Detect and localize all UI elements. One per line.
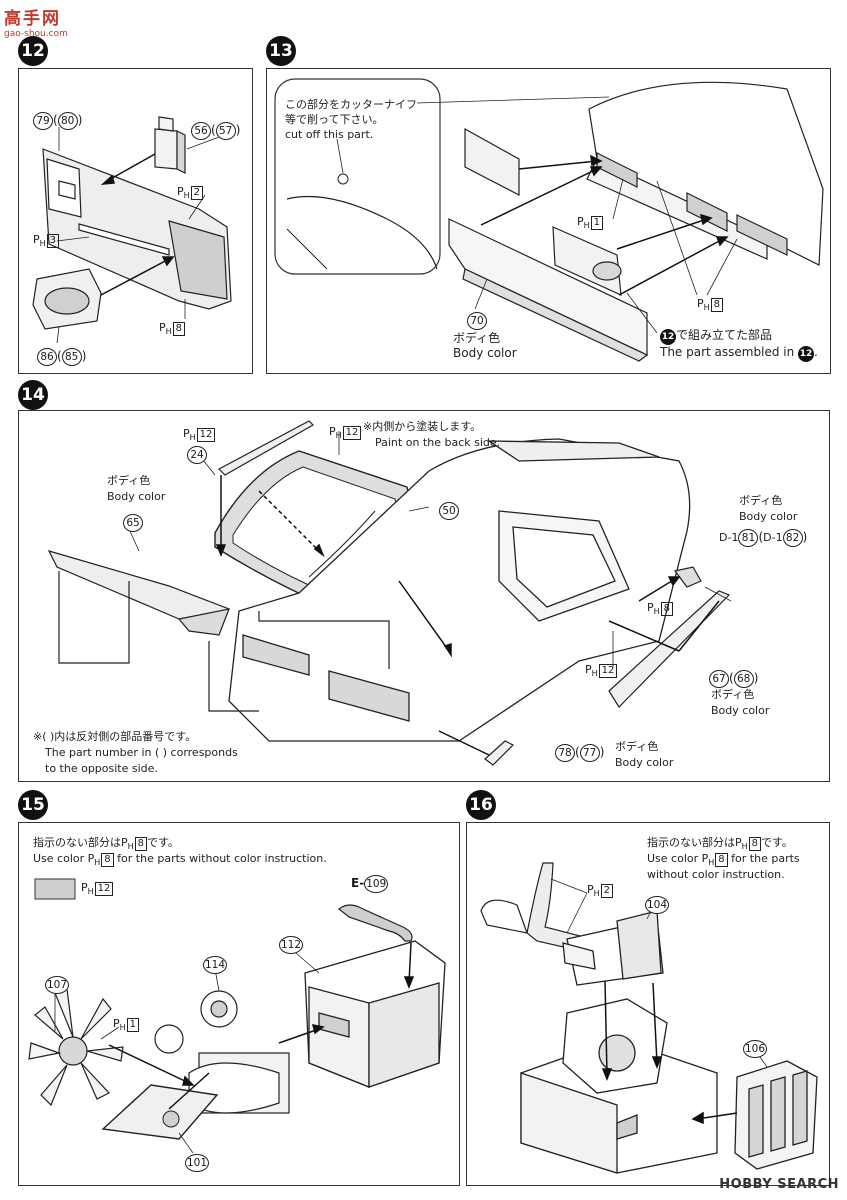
step-14-drawing xyxy=(47,420,732,766)
part-78: 78 xyxy=(555,744,575,762)
step-15-badge: 15 xyxy=(18,790,48,820)
part-70: 70 xyxy=(467,312,487,330)
step-13-badge: 13 xyxy=(266,36,296,66)
body-color-en-s13: Body color xyxy=(453,346,517,360)
part-57: 57 xyxy=(215,122,236,140)
part-104: 104 xyxy=(645,896,670,914)
step-12-badge: 12 xyxy=(18,36,48,66)
body-color-en-78: Body color xyxy=(615,756,674,769)
body-color-en-67: Body color xyxy=(711,704,770,717)
part-79: 79 xyxy=(33,112,53,130)
site-logo: 高手网 gao-shou.com xyxy=(4,4,68,39)
part-80: 80 xyxy=(57,112,78,130)
body-color-jp-67: ボディ色 xyxy=(711,688,755,701)
assembled-en: The part assembled in 12. xyxy=(660,345,818,362)
part-107-label: 107 xyxy=(45,973,70,994)
part-78-77-label: 78(77) xyxy=(555,741,604,762)
body-color-jp-s13: ボディ色 xyxy=(453,331,501,345)
site-logo-url: gao-shou.com xyxy=(4,29,68,39)
part-114-label: 114 xyxy=(203,953,228,974)
part-106: 106 xyxy=(743,1040,768,1058)
ref-step-12-badge-a: 12 xyxy=(660,329,676,345)
part-107: 107 xyxy=(45,976,70,994)
opposite-side-note-en-2: to the opposite side. xyxy=(45,762,158,775)
site-logo-text: 高手网 xyxy=(4,9,61,29)
paint-back-en: Paint on the back side. xyxy=(375,436,501,449)
part-67: 67 xyxy=(709,670,729,688)
ref-step-12-badge-b: 12 xyxy=(798,346,815,362)
part-101: 101 xyxy=(185,1154,210,1172)
watermark: HOBBY SEARCH xyxy=(719,1177,839,1192)
part-68: 68 xyxy=(733,670,754,688)
part-109: 109 xyxy=(364,875,389,893)
part-86: 86 xyxy=(37,348,57,366)
part-114: 114 xyxy=(203,956,228,974)
part-56: 56 xyxy=(191,122,211,140)
part-106-label: 106 xyxy=(743,1037,768,1058)
part-65: 65 xyxy=(123,514,143,532)
part-56-57-label: 56(57) xyxy=(191,119,240,140)
step-16-drawing xyxy=(480,862,818,1174)
part-24: 24 xyxy=(187,446,207,464)
step-12-drawing xyxy=(32,116,232,344)
step-13-panel: この部分をカッターナイフ 等で削って下さい。 cut off this part… xyxy=(266,68,831,374)
part-82: 82 xyxy=(782,529,803,547)
step-15-drawing xyxy=(28,878,446,1154)
part-24-label: 24 xyxy=(187,443,207,464)
body-color-jp-81: ボディ色 xyxy=(739,494,783,507)
step-13-drawing xyxy=(274,78,824,362)
part-86-85-label: 86(85) xyxy=(37,345,86,366)
part-79-80-label: 79(80) xyxy=(33,109,82,130)
part-81: 81 xyxy=(738,529,759,547)
body-color-jp-78: ボディ色 xyxy=(615,740,659,753)
part-112: 112 xyxy=(279,936,304,954)
part-65-label: 65 xyxy=(123,511,143,532)
cut-note-jp-2: 等で削って下さい。 xyxy=(285,113,384,126)
step-16-badge: 16 xyxy=(466,790,496,820)
body-color-jp-65: ボディ色 xyxy=(107,474,151,487)
part-101-label: 101 xyxy=(185,1151,210,1172)
s16-instr-en-2: without color instruction. xyxy=(647,868,785,881)
opposite-side-note-en-1: The part number in ( ) corresponds xyxy=(45,746,238,759)
part-112-label: 112 xyxy=(279,933,304,954)
body-color-en-65: Body color xyxy=(107,490,166,503)
part-104-label: 104 xyxy=(645,893,670,914)
opposite-side-note-jp: ※( )内は反対側の部品番号です。 xyxy=(33,730,197,743)
cut-note-jp-1: この部分をカッターナイフ xyxy=(285,98,417,111)
part-e109-label: E-109 xyxy=(351,875,389,893)
body-color-en-81: Body color xyxy=(739,510,798,523)
part-67-68-label: 67(68) xyxy=(709,667,758,688)
part-50-label: 50 xyxy=(439,499,459,520)
part-85: 85 xyxy=(61,348,82,366)
part-77: 77 xyxy=(579,744,600,762)
part-50: 50 xyxy=(439,502,459,520)
part-70-label: 70 xyxy=(467,309,487,330)
paint-back-jp: ※内側から塗装します。 xyxy=(363,420,482,433)
cut-note-en: cut off this part. xyxy=(285,128,374,141)
step-14-badge: 14 xyxy=(18,380,48,410)
